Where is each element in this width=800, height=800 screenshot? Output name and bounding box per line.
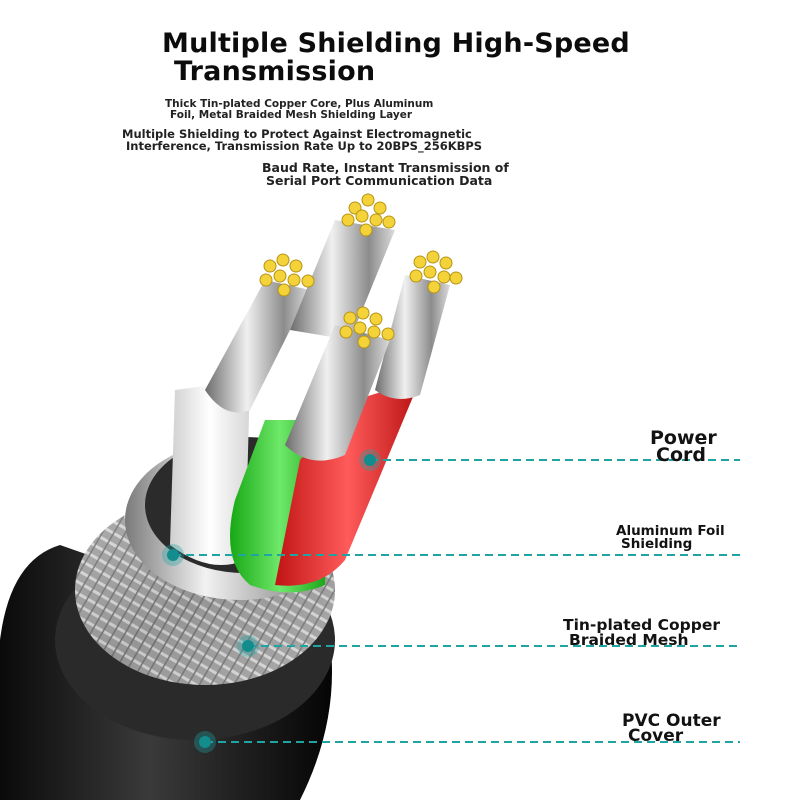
callout-power-cord-line-2: Cord bbox=[656, 444, 706, 466]
callout-aluminum-foil: Aluminum Foil Shielding bbox=[616, 523, 725, 552]
subtitle-shielding-line-2: Interference, Transmission Rate Up to 20… bbox=[126, 139, 483, 153]
subtitle-baud: Baud Rate, Instant Transmission of Seria… bbox=[262, 161, 509, 187]
strand-bundle-left bbox=[205, 280, 310, 413]
callout-aluminum-foil-line-1: Aluminum Foil bbox=[616, 523, 725, 539]
red-wire bbox=[275, 380, 420, 586]
subtitle-baud-line-1: Baud Rate, Instant Transmission of bbox=[262, 160, 509, 175]
title-line-1: Multiple Shielding High-Speed bbox=[162, 28, 630, 59]
strand-bundle-right bbox=[375, 275, 450, 399]
strand-bundle-back bbox=[290, 220, 395, 340]
strand-bundle-front bbox=[285, 325, 390, 461]
callout-pvc-cover: PVC Outer Cover bbox=[622, 711, 721, 746]
callout-braided-mesh-line-1: Tin-plated Copper bbox=[563, 616, 721, 634]
callout-braided-mesh-marker bbox=[237, 635, 740, 657]
callout-braided-mesh-line-2: Braided Mesh bbox=[569, 631, 689, 649]
title-line-2: Transmission bbox=[174, 56, 376, 87]
callout-pvc-cover-marker bbox=[194, 731, 740, 753]
callout-power-cord: Power Cord bbox=[650, 427, 717, 466]
subtitle-core: Thick Tin-plated Copper Core, Plus Alumi… bbox=[165, 99, 433, 121]
callout-pvc-cover-line-2: Cover bbox=[628, 726, 684, 746]
copper-tips bbox=[259, 193, 463, 349]
white-wire bbox=[170, 380, 250, 565]
subtitle-core-line-1: Thick Tin-plated Copper Core, Plus Alumi… bbox=[165, 98, 434, 110]
callout-aluminum-foil-marker bbox=[162, 544, 740, 566]
callout-braided-mesh: Tin-plated Copper Braided Mesh bbox=[563, 616, 721, 649]
callout-power-cord-marker bbox=[359, 449, 740, 471]
subtitle-baud-line-2: Serial Port Communication Data bbox=[266, 173, 493, 188]
callout-power-cord-line-1: Power bbox=[650, 427, 717, 449]
subtitle-shielding: Multiple Shielding to Protect Against El… bbox=[122, 128, 482, 152]
page-title: Multiple Shielding High-Speed Transmissi… bbox=[162, 30, 682, 86]
callout-pvc-cover-line-1: PVC Outer bbox=[622, 711, 721, 731]
subtitle-core-line-2: Foil, Metal Braided Mesh Shielding Layer bbox=[170, 109, 413, 121]
subtitle-shielding-line-1: Multiple Shielding to Protect Against El… bbox=[122, 127, 472, 141]
callout-aluminum-foil-line-2: Shielding bbox=[621, 536, 693, 552]
